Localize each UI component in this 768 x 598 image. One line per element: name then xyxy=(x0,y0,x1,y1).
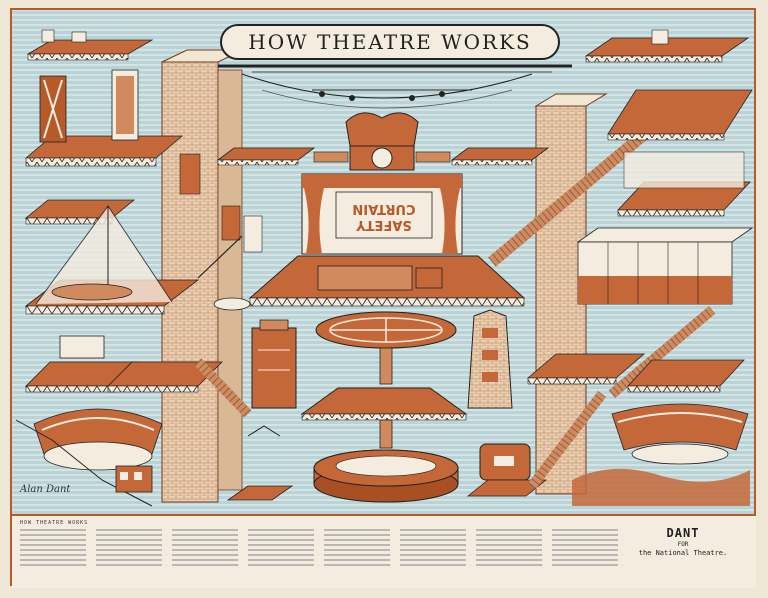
caption-panel: HOW THEATRE WORKS DANT FOR the National … xyxy=(12,514,756,588)
wardrobe-room xyxy=(607,89,753,141)
boiler xyxy=(466,443,548,497)
caption-column xyxy=(324,526,390,580)
caption-column xyxy=(96,526,162,580)
tube-train xyxy=(15,419,153,507)
poster-title: HOW THEATRE WORKS xyxy=(248,30,532,54)
safety-curtain-line1: SAFETY xyxy=(356,217,412,232)
platform-construction xyxy=(24,205,200,315)
platform-paint-shop xyxy=(24,69,184,167)
caption-column xyxy=(400,526,466,580)
staircase-right xyxy=(488,131,716,490)
credit-organisation: the National Theatre. xyxy=(638,549,728,557)
right-machine-tower xyxy=(467,309,513,409)
platform-top-right xyxy=(584,29,750,63)
credit-for: FOR xyxy=(677,541,689,548)
artist-signature: Alan Dant xyxy=(20,484,71,495)
poster-title-plate: HOW THEATRE WORKS xyxy=(220,24,560,60)
well-rig xyxy=(226,425,294,501)
left-brick-tower xyxy=(161,49,244,503)
platform-top-left xyxy=(26,29,154,61)
artist-credit: DANT FOR the National Theatre. xyxy=(628,526,738,557)
fly-gallery xyxy=(218,64,572,109)
platform-right-middle xyxy=(526,353,745,393)
stage-crown-machine xyxy=(313,112,451,171)
caption-column xyxy=(248,526,314,580)
dressing-rooms xyxy=(576,227,754,305)
safety-curtain-line2: CURTAIN xyxy=(352,201,415,216)
proscenium xyxy=(301,173,463,255)
theatre-illustration: SAFETY CURTAIN xyxy=(15,29,754,507)
lower-revolve xyxy=(313,449,459,503)
caption-title: HOW THEATRE WORKS xyxy=(20,520,89,526)
revolve-wheel xyxy=(315,311,457,385)
caption-column xyxy=(20,526,86,580)
lighting-rig xyxy=(312,89,472,101)
auditorium-model-right xyxy=(572,403,750,506)
credit-name: DANT xyxy=(666,526,700,540)
caption-column xyxy=(552,526,618,580)
main-stage-platform xyxy=(248,255,526,307)
left-machine-tower xyxy=(251,319,297,409)
lower-stage-platform xyxy=(300,387,468,449)
auditorium-model-left xyxy=(33,408,163,471)
staircase-left xyxy=(194,358,252,418)
platform-lower-left xyxy=(25,335,223,393)
caption-column xyxy=(476,526,542,580)
crane xyxy=(197,235,251,311)
safety-curtain xyxy=(335,191,433,239)
banner-posters xyxy=(179,153,263,253)
side-platforms-upper xyxy=(216,147,550,166)
caption-column xyxy=(172,526,238,580)
workshop-room xyxy=(617,151,751,217)
poster-frame: SAFETY CURTAIN HOW THEATRE WORKS xyxy=(10,8,756,586)
